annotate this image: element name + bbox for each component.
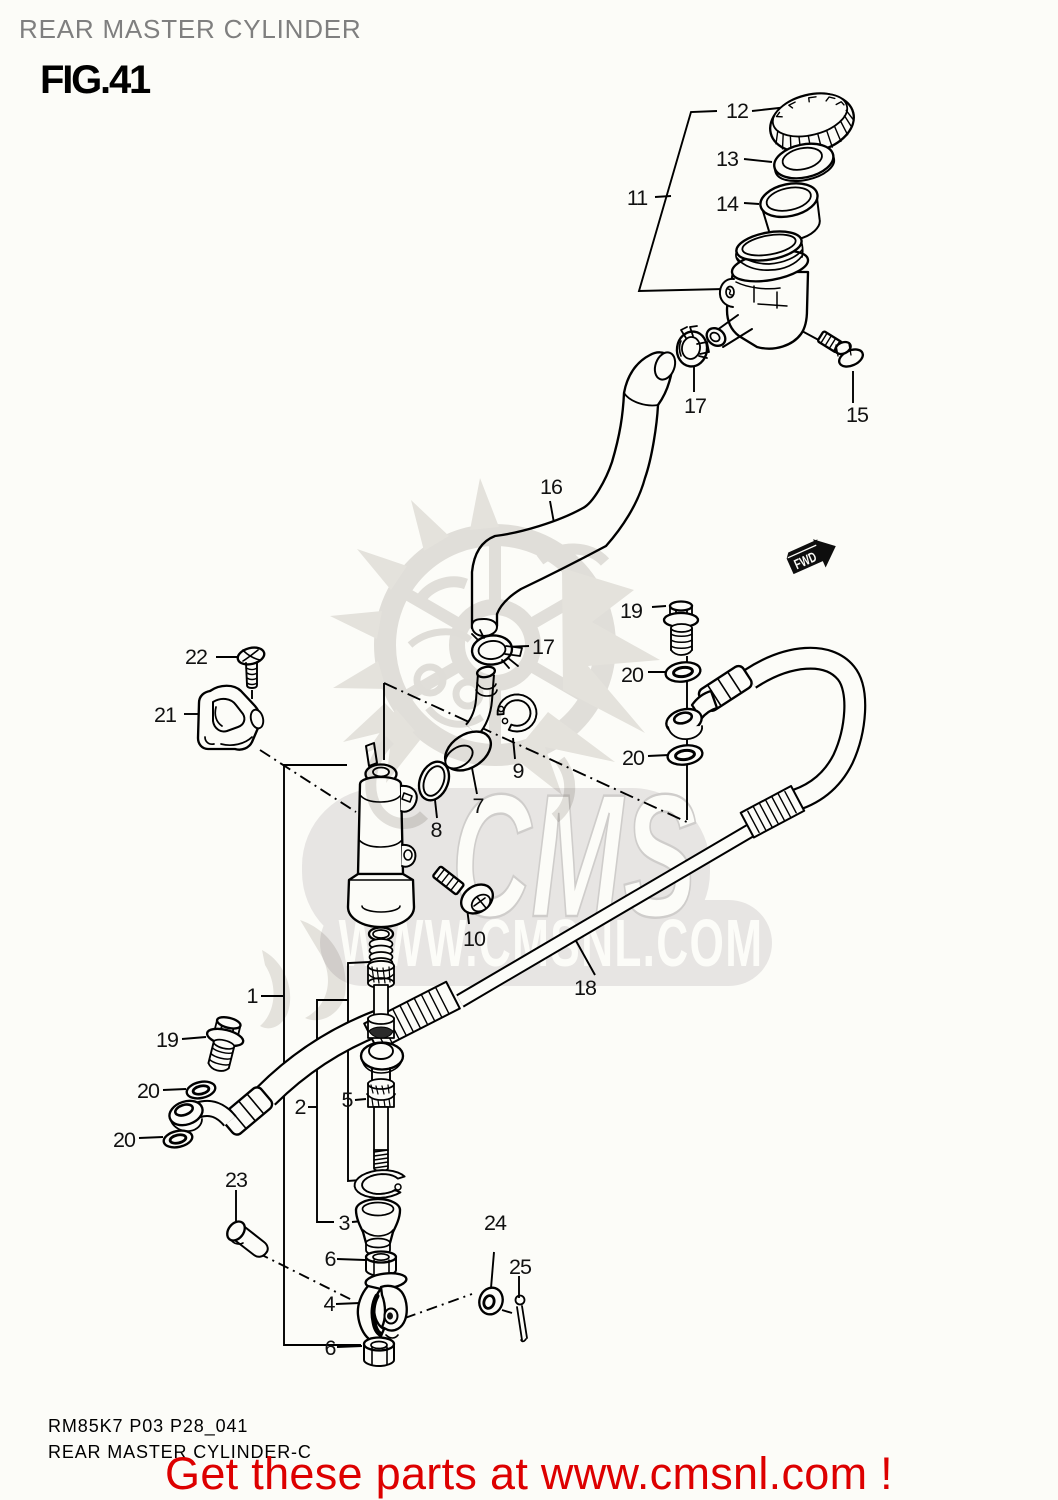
svg-text:11: 11 — [627, 186, 647, 210]
svg-text:19: 19 — [620, 599, 642, 623]
svg-text:17: 17 — [684, 394, 706, 418]
svg-text:1: 1 — [247, 984, 258, 1008]
svg-text:8: 8 — [431, 818, 443, 842]
svg-text:12: 12 — [726, 99, 748, 123]
svg-text:16: 16 — [540, 475, 563, 499]
svg-text:10: 10 — [463, 927, 486, 951]
svg-text:20: 20 — [137, 1079, 160, 1103]
svg-text:15: 15 — [846, 403, 869, 427]
svg-text:19: 19 — [156, 1028, 178, 1052]
svg-text:14: 14 — [716, 192, 739, 216]
svg-text:20: 20 — [113, 1128, 136, 1152]
svg-text:23: 23 — [225, 1168, 248, 1192]
svg-text:5: 5 — [342, 1088, 354, 1112]
svg-text:7: 7 — [473, 794, 484, 818]
svg-text:9: 9 — [513, 759, 524, 783]
svg-text:22: 22 — [185, 645, 207, 669]
svg-text:25: 25 — [509, 1255, 532, 1279]
svg-text:Get these parts at www.cmsnl.c: Get these parts at www.cmsnl.com ! — [165, 1448, 893, 1499]
svg-text:REAR MASTER CYLINDER: REAR MASTER CYLINDER — [19, 14, 362, 44]
svg-text:21: 21 — [154, 703, 176, 727]
svg-text:FIG.41: FIG.41 — [40, 58, 151, 102]
svg-text:2: 2 — [295, 1095, 306, 1119]
svg-text:20: 20 — [621, 663, 644, 687]
svg-text:REAR MASTER CYLINDER-C: REAR MASTER CYLINDER-C — [48, 1442, 312, 1462]
svg-text:24: 24 — [484, 1211, 507, 1235]
svg-text:4: 4 — [324, 1292, 336, 1316]
svg-text:13: 13 — [716, 147, 739, 171]
svg-text:18: 18 — [574, 976, 597, 1000]
svg-text:RM85K7 P03 P28_041: RM85K7 P03 P28_041 — [48, 1416, 248, 1437]
svg-text:6: 6 — [325, 1247, 337, 1271]
svg-text:6: 6 — [325, 1336, 337, 1360]
svg-text:3: 3 — [339, 1211, 351, 1235]
svg-text:20: 20 — [622, 746, 645, 770]
